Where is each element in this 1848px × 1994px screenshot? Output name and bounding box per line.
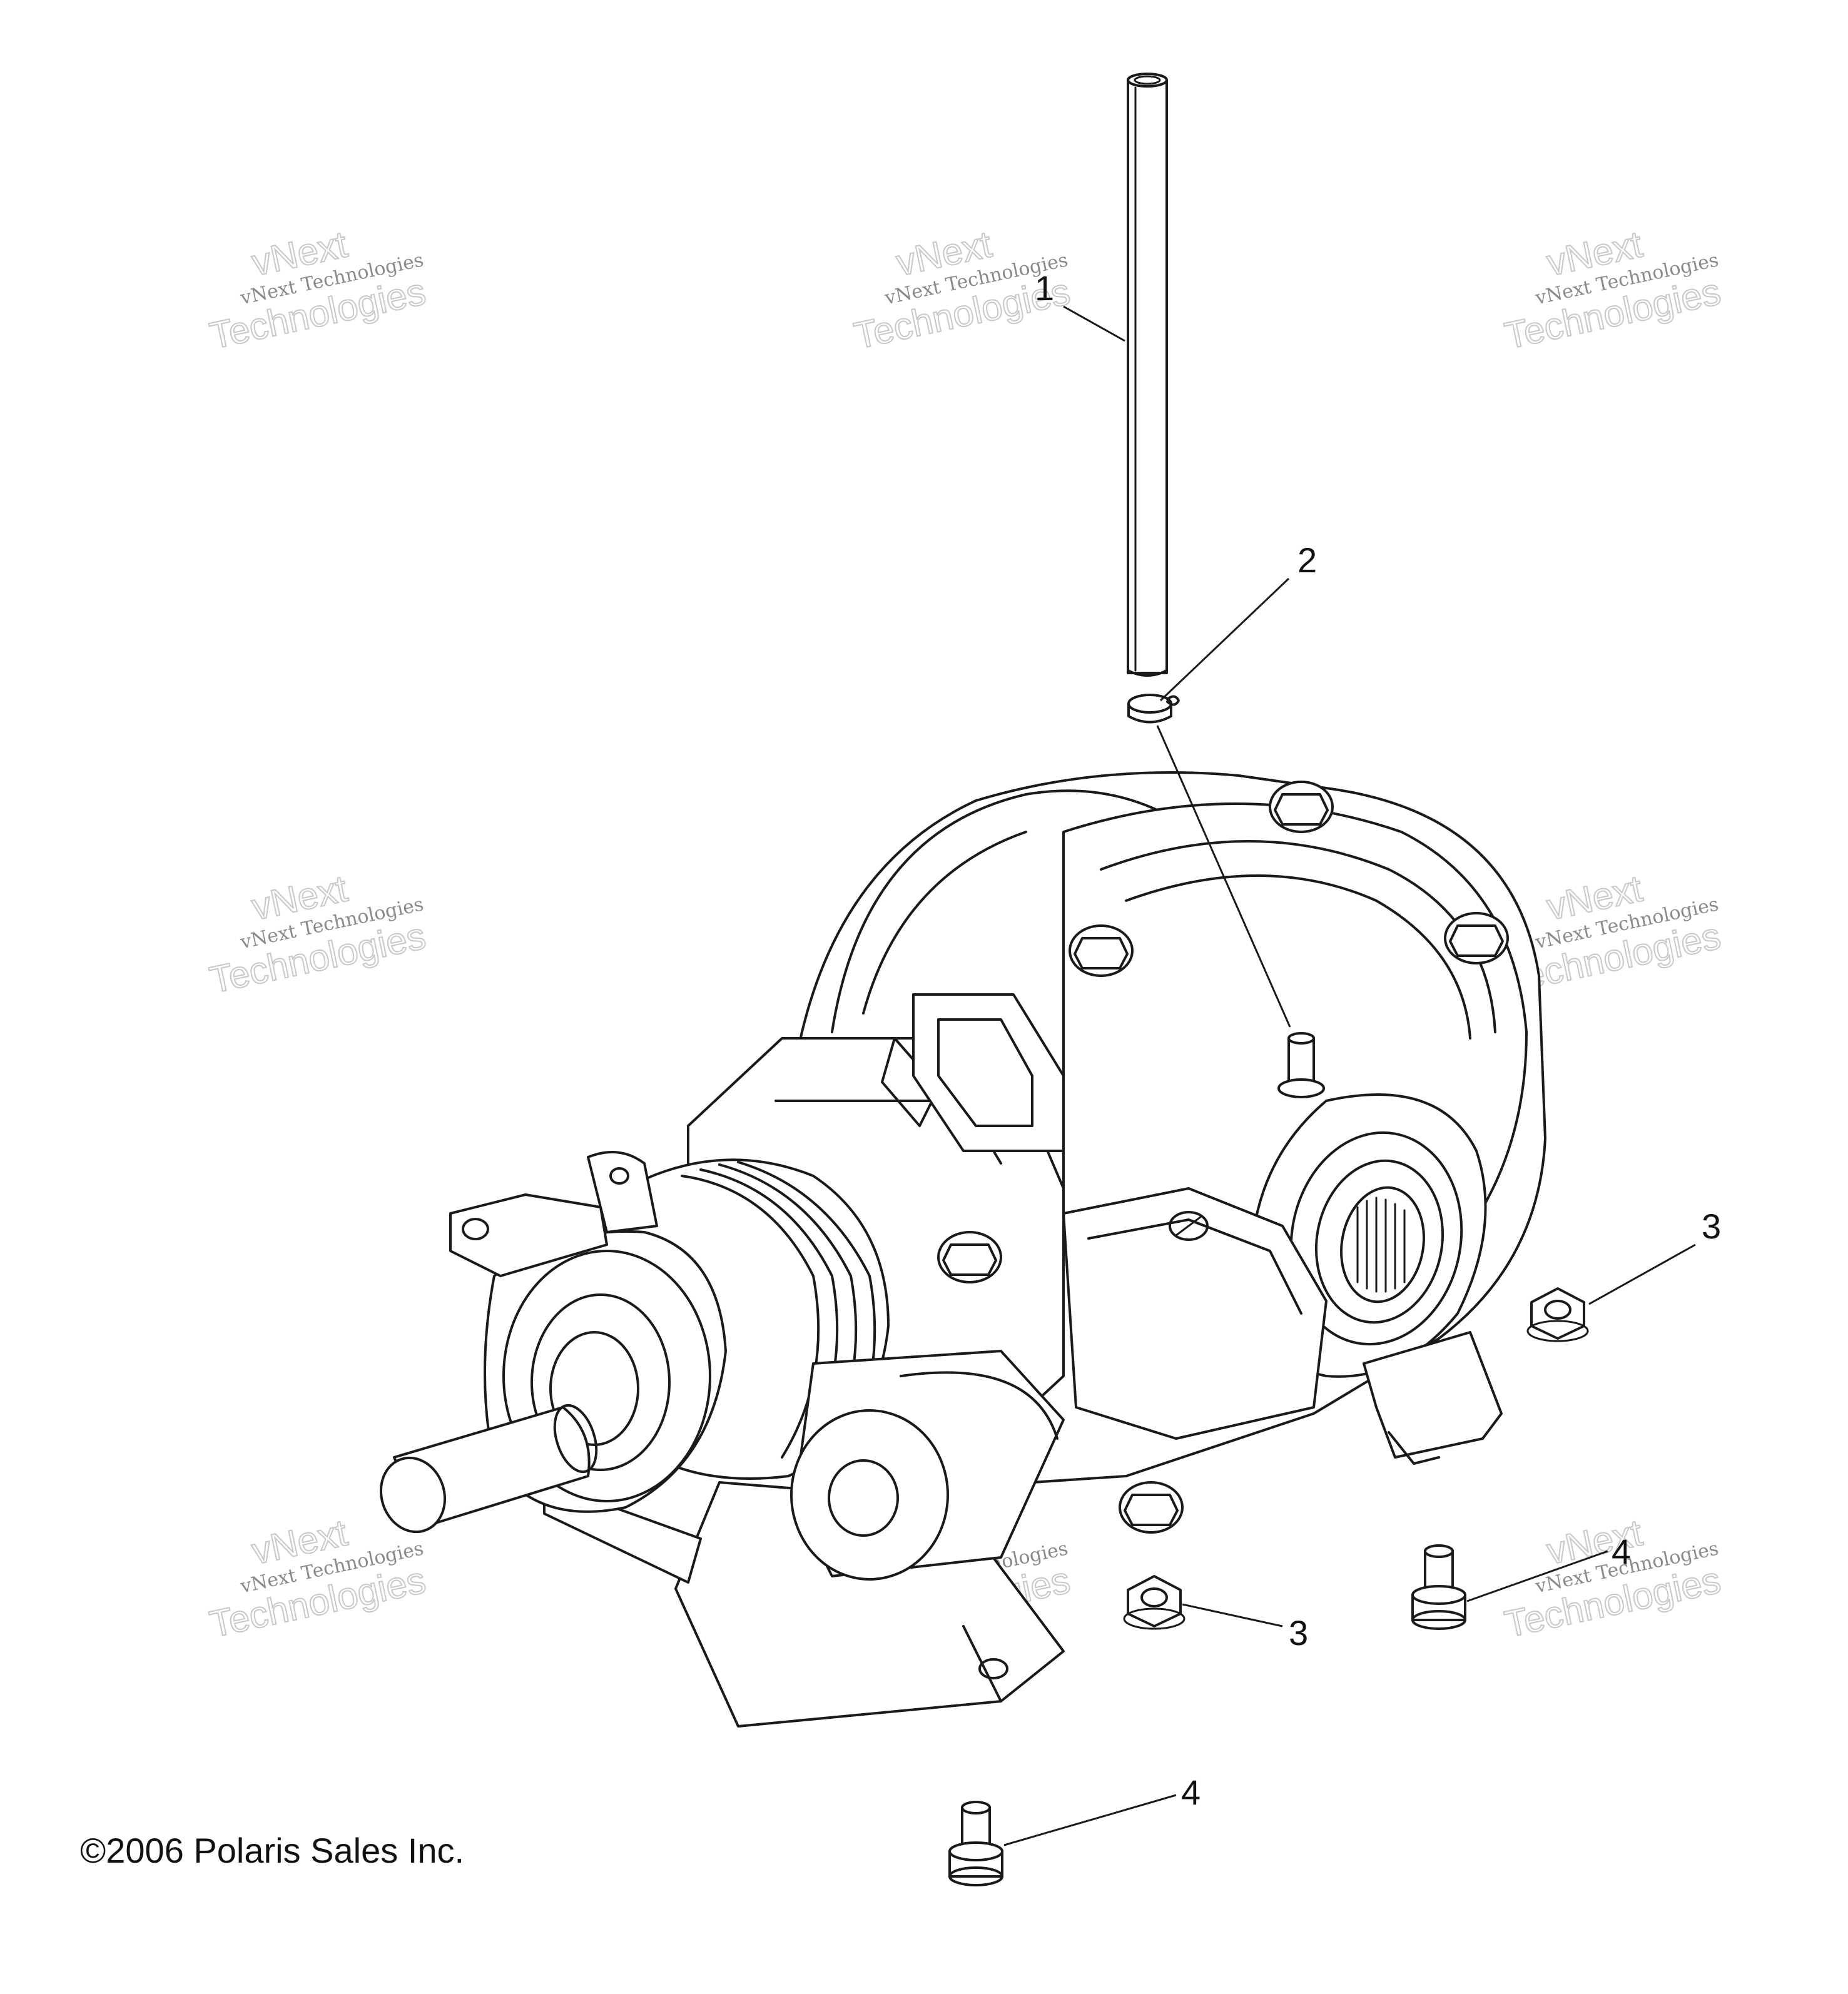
flange-bolt-lower [948,1801,1003,1886]
flange-bolt-right [1411,1544,1466,1630]
breather-fitting [1277,1032,1325,1098]
watermark-mid-left: vNext vNext Technologies Technologies [206,867,430,1002]
flange-nut-right [1526,1287,1589,1342]
callout-1-tube: 1 [1035,268,1054,308]
input-shaft [379,1404,598,1534]
watermark-top-right: vNext vNext Technologies Technologies [1501,223,1725,358]
housing-bolts [937,781,1509,1534]
watermark-bottom-right: vNext vNext Technologies Technologies [1501,1511,1725,1646]
copyright-notice: ©2006 Polaris Sales Inc. [80,1831,464,1870]
gearcase-assembly [379,771,1546,1728]
output-spline [1356,1197,1406,1293]
leader-lines [1003,305,1696,1846]
callout-2-clamp: 2 [1297,540,1317,580]
vent-tube [1127,73,1168,677]
hose-clamp [1127,694,1180,724]
callouts: 1 2 3 3 4 4 [1035,268,1721,1812]
callout-3-nut-right: 3 [1702,1207,1721,1246]
callout-4-bolt-right: 4 [1612,1532,1631,1571]
watermark-top-center: vNext vNext Technologies Technologies [850,223,1075,358]
callout-4-bolt-lower: 4 [1181,1773,1201,1812]
watermark-top-left: vNext vNext Technologies Technologies [206,223,430,358]
callout-3-nut-lower: 3 [1289,1613,1308,1652]
isolator-mount [790,1350,1065,1581]
flange-nut-lower [1123,1575,1185,1630]
